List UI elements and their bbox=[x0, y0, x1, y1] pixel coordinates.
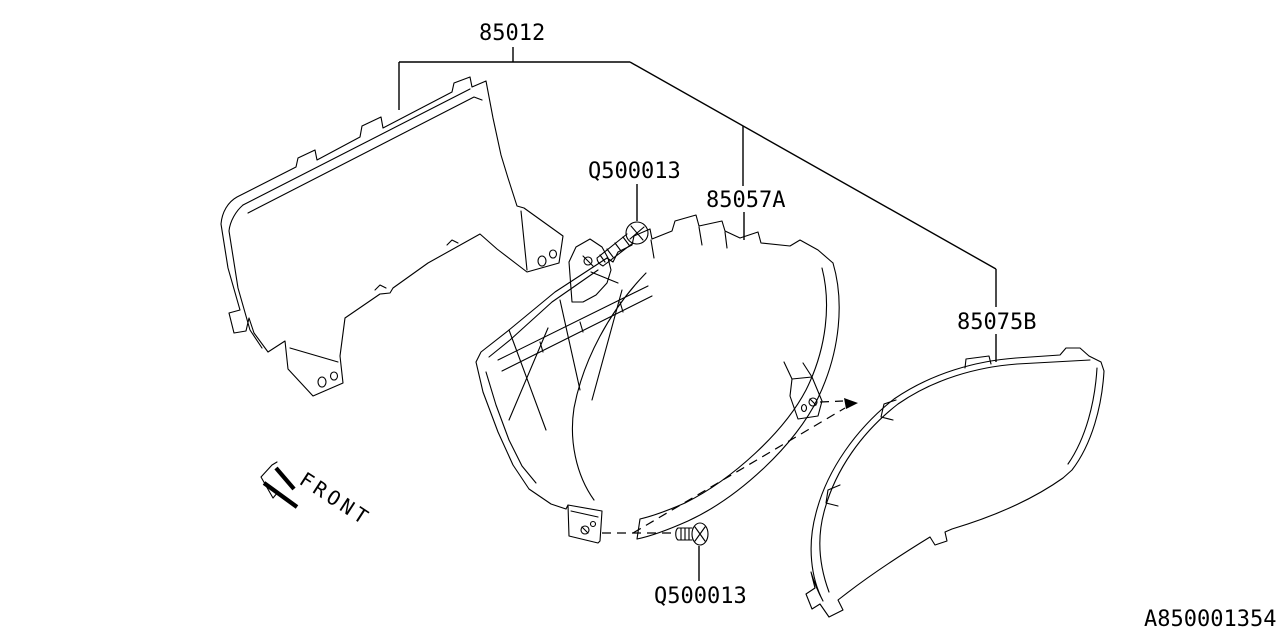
case-bracket-screw-hole bbox=[580, 525, 590, 535]
screw-threads bbox=[599, 236, 630, 263]
case-cross-braces bbox=[508, 289, 623, 431]
case-flange-screw-hole bbox=[583, 256, 593, 266]
part-label-85075b[interactable]: 85075B bbox=[957, 310, 1036, 335]
lens-lower-left-tab bbox=[825, 484, 841, 507]
case-flange bbox=[568, 238, 612, 303]
screw-shank bbox=[675, 527, 693, 541]
leader-85057a bbox=[742, 126, 745, 240]
case-right-bracket bbox=[783, 361, 823, 420]
meter-edge-notches bbox=[374, 239, 459, 291]
screw-top-drawing bbox=[596, 221, 649, 267]
case-rim-outer bbox=[636, 262, 840, 540]
case-left-frame-inner bbox=[485, 269, 599, 484]
screw-label-top[interactable]: Q500013 bbox=[588, 159, 681, 184]
case-bracket-hole-cross bbox=[581, 526, 589, 534]
diagram-id: A850001354 bbox=[1144, 607, 1276, 632]
screw-threads bbox=[680, 527, 690, 541]
lens-outline bbox=[805, 347, 1105, 618]
screw-shank bbox=[596, 233, 634, 267]
case-right-bracket-hole-cross bbox=[809, 398, 817, 406]
case-bracket-hole bbox=[589, 520, 597, 528]
meter-85012-drawing bbox=[220, 76, 564, 397]
meter-bracket-hole bbox=[317, 376, 327, 388]
case-85057a-drawing bbox=[475, 214, 840, 544]
case-flange-hatch bbox=[582, 255, 619, 284]
leader-85012 bbox=[398, 47, 997, 270]
front-label: FRONT bbox=[295, 467, 375, 531]
screw-head-cross bbox=[694, 526, 706, 542]
case-opening-left-edge bbox=[571, 272, 647, 501]
front-arrow-icon bbox=[260, 461, 299, 509]
part-label-85057a[interactable]: 85057A bbox=[706, 188, 785, 213]
dashed-line-arrowhead bbox=[844, 398, 858, 409]
screw-head-cross bbox=[629, 225, 645, 241]
meter-inner-rim-top bbox=[242, 88, 483, 214]
lens-top-tab bbox=[964, 355, 992, 369]
case-rim-inner bbox=[636, 267, 828, 540]
leader-lines bbox=[398, 47, 997, 581]
lens-85075b-drawing bbox=[805, 347, 1105, 618]
front-arrow-lower-bar bbox=[262, 481, 299, 509]
screw-head bbox=[691, 522, 709, 546]
meter-bracket-hole bbox=[329, 371, 339, 381]
front-arrow-upper-bar bbox=[274, 466, 296, 491]
meter-bracket-hole bbox=[548, 249, 558, 259]
part-label-85012[interactable]: 85012 bbox=[479, 21, 545, 46]
case-top-ribs bbox=[650, 226, 728, 259]
front-arrow-outline bbox=[260, 461, 279, 499]
case-right-bracket-screw-hole bbox=[808, 397, 818, 407]
dashed-line-diagonal bbox=[632, 407, 846, 534]
meter-bottom-bracket-fold bbox=[289, 347, 339, 363]
meter-outline bbox=[220, 76, 564, 397]
lens-left-tab bbox=[880, 399, 897, 421]
dashed-line-bracket-hole bbox=[819, 400, 844, 403]
meter-right-bracket-fold bbox=[520, 210, 528, 271]
screw-label-bottom[interactable]: Q500013 bbox=[654, 584, 747, 609]
case-crossbar bbox=[497, 285, 653, 372]
screw-bottom-drawing bbox=[675, 522, 709, 546]
lens-inner-rim bbox=[819, 359, 1098, 593]
case-bottom-bracket bbox=[565, 504, 603, 544]
case-right-bracket-hole bbox=[800, 403, 808, 413]
screw-head bbox=[625, 221, 649, 245]
meter-bracket-hole bbox=[537, 255, 547, 267]
meter-inner-rim-left bbox=[228, 204, 263, 349]
case-left-frame-outer bbox=[475, 257, 608, 510]
dashed-assembly-lines bbox=[602, 398, 858, 534]
